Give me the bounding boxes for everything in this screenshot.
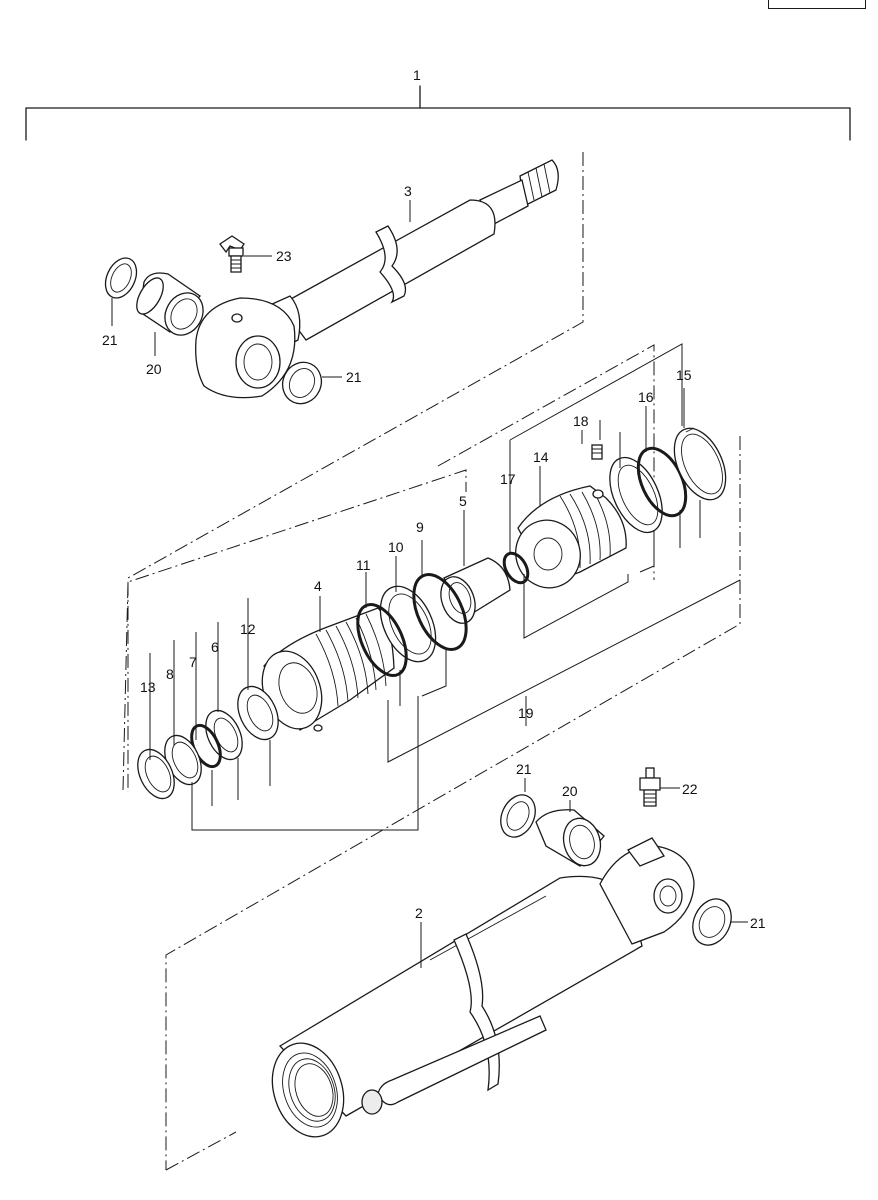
- grease-fitting-22: [639, 767, 680, 807]
- callout-10: 10: [388, 539, 404, 555]
- ring-8: [164, 734, 202, 786]
- callout-21-top-right: 21: [346, 369, 362, 385]
- callout-21-top-left: 21: [102, 332, 118, 348]
- callout-19: 19: [518, 705, 534, 721]
- leader-lines: [149, 200, 741, 968]
- bushing-20-bottom: [535, 800, 605, 867]
- callout-16: 16: [638, 389, 654, 405]
- callout-7: 7: [189, 654, 197, 670]
- callout-8: 8: [166, 666, 174, 682]
- callout-6: 6: [211, 639, 219, 655]
- callout-3: 3: [404, 183, 412, 199]
- cylinder-barrel: [271, 837, 695, 1138]
- piston-14: [515, 485, 627, 589]
- callout-5: 5: [459, 493, 467, 509]
- callout-22: 22: [682, 781, 698, 797]
- callout-12: 12: [240, 621, 256, 637]
- ring-16: [609, 456, 663, 534]
- callout-labels: 1 3 23 21 20 21 15 16 18 14 17 5 9 10 11…: [102, 67, 766, 931]
- set-screw-18: [591, 444, 603, 460]
- callout-13: 13: [140, 679, 156, 695]
- bushing-20-top: [136, 272, 204, 356]
- callout-21-bottom-right: 21: [750, 915, 766, 931]
- seal-21-bottom-right: [692, 898, 748, 946]
- callout-18: 18: [573, 413, 589, 429]
- piston-rod: [195, 159, 559, 399]
- callout-9: 9: [416, 519, 424, 535]
- ring-10: [379, 585, 437, 663]
- callout-14: 14: [533, 449, 549, 465]
- callout-2: 2: [415, 905, 423, 921]
- grease-fitting-23: [219, 235, 272, 273]
- callout-20-top: 20: [146, 361, 162, 377]
- callout-1: 1: [413, 67, 421, 83]
- callout-21-bottom-left: 21: [516, 761, 532, 777]
- oring-9: [412, 573, 468, 651]
- callout-23: 23: [276, 248, 292, 264]
- callout-20-bottom: 20: [562, 783, 578, 799]
- bushing-5: [440, 557, 511, 624]
- seal-21-top-left: [104, 257, 138, 326]
- page-number-box: [768, 0, 866, 9]
- wear-ring-15: [673, 427, 727, 501]
- callout-11: 11: [356, 557, 371, 573]
- seal-21-top-right: [281, 361, 342, 405]
- callout-17: 17: [500, 471, 516, 487]
- seal-21-bottom-left: [500, 778, 536, 838]
- callout-4: 4: [314, 578, 322, 594]
- assembly-bracket: [25, 85, 851, 141]
- ring-12: [237, 685, 279, 741]
- section-outlines: [122, 152, 741, 1171]
- callout-15: 15: [676, 367, 692, 383]
